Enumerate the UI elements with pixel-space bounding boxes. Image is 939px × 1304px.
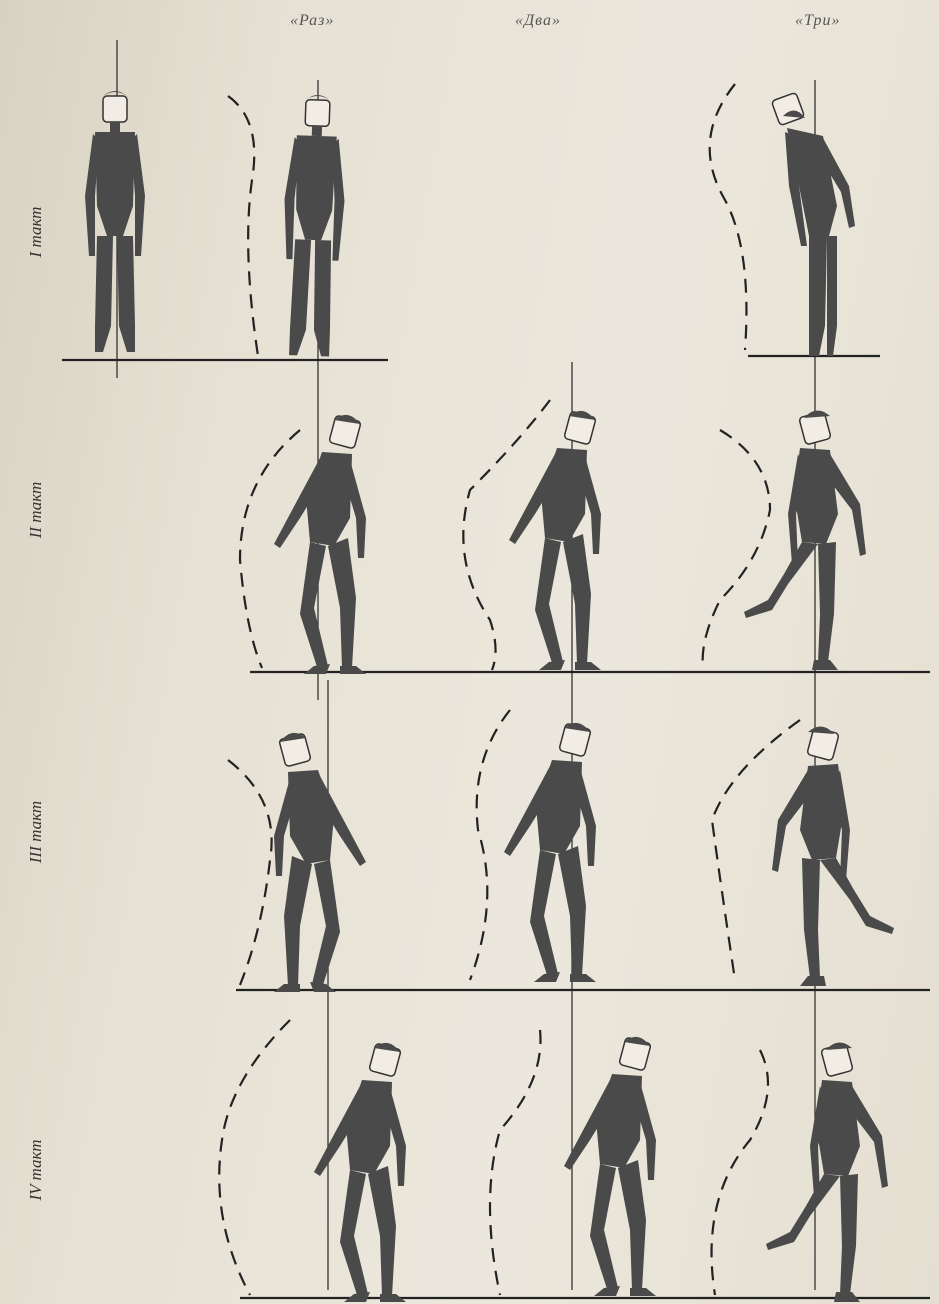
- figure-3-raz: [274, 733, 366, 992]
- figure-1-start: [85, 91, 145, 352]
- figure-2-dva: [509, 411, 601, 670]
- measure-1-row: [62, 40, 880, 1290]
- figure-2-raz: [274, 415, 366, 674]
- measure-3-row: [228, 680, 930, 1290]
- figure-4-dva: [564, 1037, 656, 1296]
- figure-3-dva: [504, 723, 596, 982]
- figure-1-raz: [279, 94, 348, 357]
- figure-3-tri: [772, 726, 894, 986]
- measure-4-row: [219, 1020, 930, 1302]
- figure-4-tri: [766, 1042, 888, 1302]
- figure-1-tri: [771, 92, 855, 356]
- figure-2-tri: [744, 410, 866, 670]
